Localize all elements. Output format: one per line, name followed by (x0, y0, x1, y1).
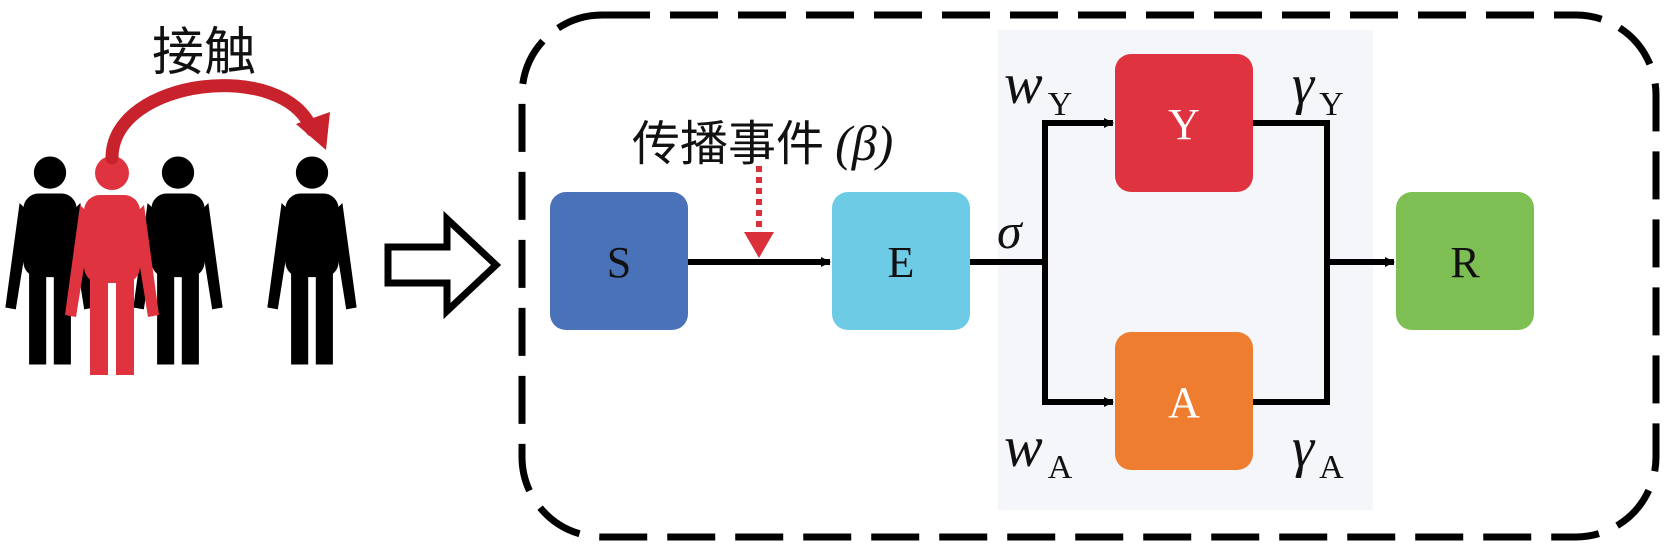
node-S-box (550, 192, 688, 330)
gammaY-base: γ (1292, 54, 1316, 116)
node-R-box (1396, 192, 1534, 330)
event-arrowhead (744, 232, 774, 258)
hollow-right-arrow (384, 210, 502, 320)
beta-symbol: (β) (835, 115, 893, 171)
susceptible-person-icon (267, 156, 357, 365)
wY-label: w Y (1004, 51, 1072, 123)
gammaA-base: γ (1292, 417, 1316, 479)
node-S-label: S (607, 238, 631, 287)
node-A-label: A (1168, 378, 1200, 427)
gammaY-sub: Y (1319, 86, 1344, 123)
node-S: S (550, 192, 688, 330)
wA-sub: A (1048, 449, 1073, 486)
node-R: R (1396, 192, 1534, 330)
sigma-label: σ (997, 203, 1024, 259)
wA-label: w A (1004, 414, 1073, 486)
gammaY-label: γ Y (1292, 54, 1344, 123)
gammaA-sub: A (1319, 449, 1344, 486)
gammaA-label: γ A (1292, 417, 1344, 486)
infected-person-icon (65, 156, 159, 375)
node-A: A (1115, 332, 1253, 470)
event-text: 传播事件 (632, 116, 824, 172)
node-A-box (1115, 332, 1253, 470)
node-Y-label: Y (1168, 100, 1200, 149)
contact-arrow (105, 79, 319, 165)
transmission-event-label: 传播事件 (β) (632, 115, 893, 172)
wY-base: w (1004, 51, 1043, 116)
node-E: E (832, 192, 970, 330)
wA-base: w (1004, 414, 1043, 479)
node-R-label: R (1450, 238, 1480, 287)
node-Y: Y (1115, 54, 1253, 192)
node-E-box (832, 192, 970, 330)
node-Y-box (1115, 54, 1253, 192)
node-E-label: E (888, 238, 915, 287)
contact-label: 接触 (152, 23, 256, 83)
contact-illustration: 接触 (5, 23, 357, 375)
contact-arrowhead (296, 112, 330, 150)
wY-sub: Y (1048, 86, 1073, 123)
model-frame (518, 11, 1660, 541)
